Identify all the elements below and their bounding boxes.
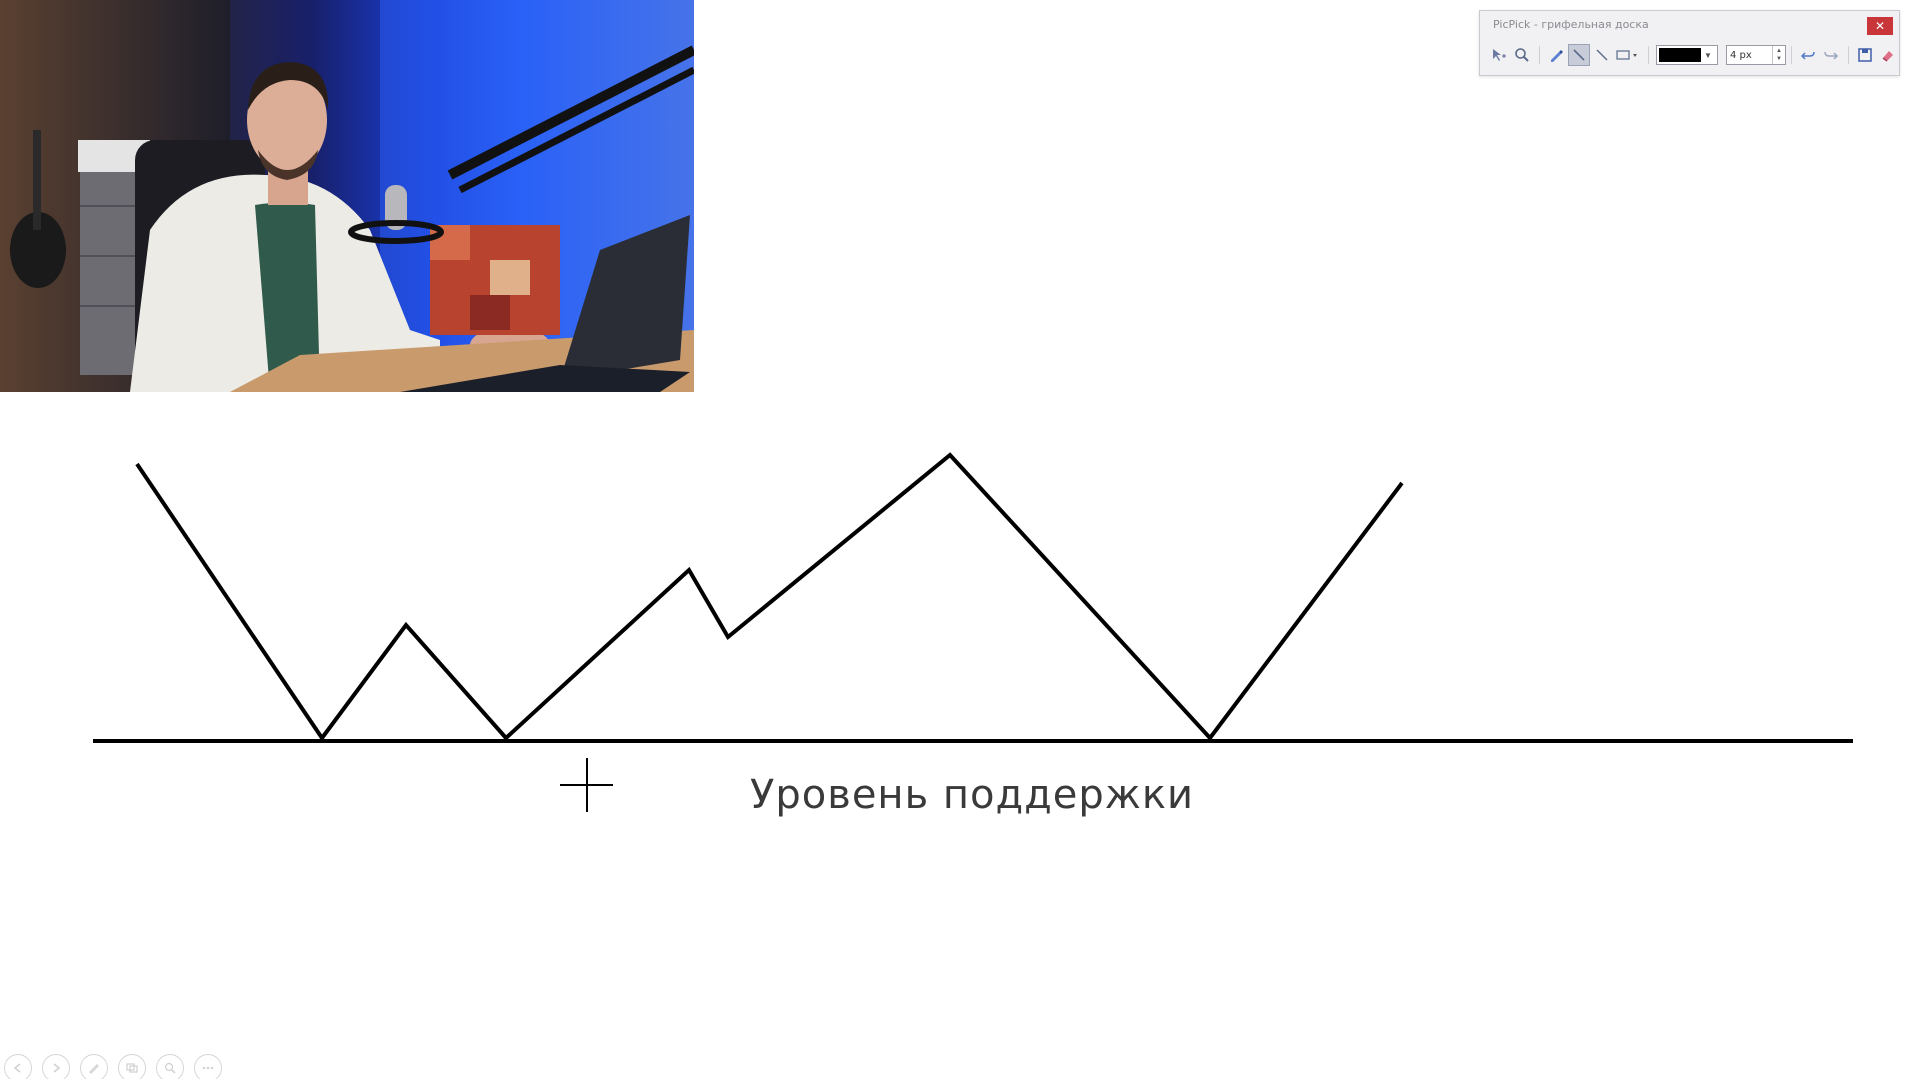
next-slide-button[interactable] (42, 1054, 70, 1079)
presentation-controls (4, 1054, 232, 1079)
picpick-title: PicPick - грифельная доска (1493, 18, 1649, 31)
marker-tool-button[interactable] (1568, 44, 1590, 66)
eraser-icon (1882, 51, 1893, 62)
save-button[interactable] (1854, 44, 1876, 66)
pen-icon (1551, 50, 1563, 62)
toolbar-separator (1539, 46, 1540, 64)
zoom-icon (164, 1062, 176, 1074)
crosshair-cursor-icon (560, 758, 613, 812)
previous-icon (13, 1063, 21, 1073)
see-all-slides-button[interactable] (118, 1054, 146, 1079)
zoom-tool-button[interactable] (1511, 44, 1533, 66)
more-options-button[interactable] (194, 1054, 222, 1079)
color-swatch (1659, 48, 1701, 62)
toolbar-separator (1648, 46, 1649, 64)
undo-icon (1800, 51, 1815, 60)
pen-icon (89, 1064, 99, 1074)
pen-options-button[interactable] (80, 1054, 108, 1079)
spin-arrows-icon[interactable]: ▲▼ (1772, 46, 1785, 64)
rectangle-icon (1616, 50, 1637, 60)
previous-slide-button[interactable] (4, 1054, 32, 1079)
color-picker[interactable]: ▼ (1656, 45, 1718, 65)
redo-button[interactable] (1820, 44, 1842, 66)
eraser-button[interactable] (1877, 44, 1899, 66)
line-tool-button[interactable] (1591, 44, 1613, 66)
toolbar-separator (1791, 46, 1792, 64)
support-level-label: Уровень поддержки (750, 772, 1194, 818)
line-icon (1596, 49, 1608, 61)
webcam-video (0, 0, 694, 392)
undo-button[interactable] (1797, 44, 1819, 66)
select-tool-button[interactable] (1488, 44, 1510, 66)
price-zigzag-line (135, 452, 1404, 742)
select-icon (1493, 49, 1506, 61)
close-button[interactable]: ✕ (1867, 17, 1893, 35)
chevron-down-icon: ▼ (1704, 50, 1712, 60)
webcam-scene (0, 0, 694, 392)
stroke-size-value: 4 px (1730, 49, 1752, 61)
stroke-size-stepper[interactable]: 4 px ▲▼ (1726, 45, 1786, 65)
next-icon (53, 1063, 61, 1073)
rectangle-tool-button[interactable] (1614, 44, 1642, 66)
toolbar-separator (1848, 46, 1849, 64)
save-icon (1858, 48, 1872, 62)
picpick-toolbar: ▼ 4 px ▲▼ (1488, 44, 1900, 66)
pen-tool-button[interactable] (1545, 44, 1567, 66)
zoom-slide-button[interactable] (156, 1054, 184, 1079)
zoom-icon (1515, 48, 1529, 62)
more-icon (202, 1066, 214, 1070)
marker-icon (1573, 49, 1585, 61)
picpick-window[interactable]: PicPick - грифельная доска ✕ (1479, 10, 1900, 76)
slides-icon (126, 1063, 138, 1073)
redo-icon (1824, 51, 1839, 60)
